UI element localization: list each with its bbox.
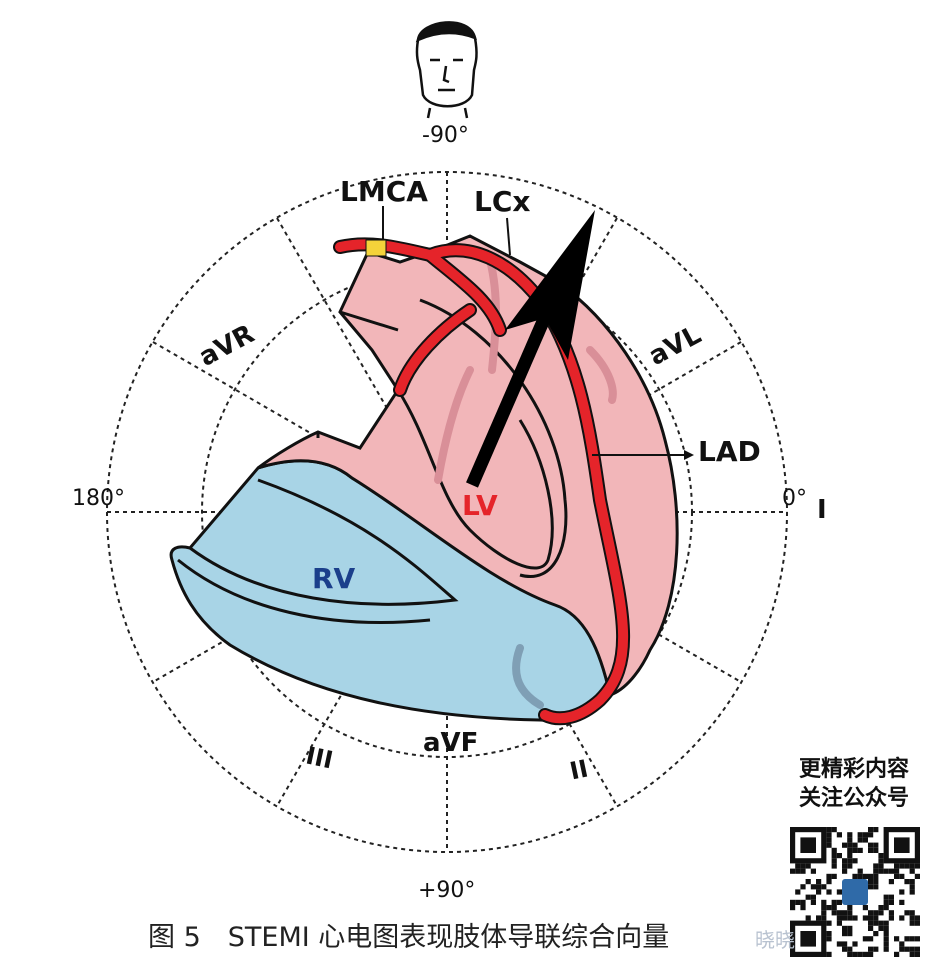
lv-label: LV <box>462 489 498 522</box>
vector-arrow-head <box>505 210 595 360</box>
lmca-band <box>365 239 387 257</box>
qr-promo-line1: 更精彩内容 <box>798 757 909 782</box>
figure-caption: 图 5 STEMI 心电图表现肢体导联综合向量 <box>148 922 670 953</box>
lcx-label: LCx <box>474 185 531 218</box>
watermark-text: 晓晓 <box>755 928 795 952</box>
lead-avf-label: aVF <box>423 728 479 758</box>
lmca-label: LMCA <box>340 175 428 208</box>
lv-inner-wall <box>419 298 568 578</box>
lead-i-label: I <box>817 495 827 525</box>
vector-arrow-shaft <box>466 307 554 488</box>
lv-cavity-outline <box>396 389 554 570</box>
angle-label-left: 180° <box>72 486 125 511</box>
angle-label-bottom: +90° <box>418 878 476 903</box>
qr-promo-text: 更精彩内容 关注公众号 <box>784 756 924 813</box>
angle-label-top: -90° <box>422 123 469 148</box>
rv-cavity-line <box>177 558 431 624</box>
coronary-arteries <box>335 239 629 724</box>
lad-label: LAD <box>698 435 761 468</box>
angle-label-right: 0° <box>782 486 807 511</box>
qr-code <box>790 827 920 957</box>
lead-iii-label: III <box>303 741 336 775</box>
rv-label: RV <box>312 562 356 595</box>
qr-promo-line2: 关注公众号 <box>798 785 909 811</box>
rv-inner-line <box>189 478 459 606</box>
face-icon <box>415 21 478 119</box>
